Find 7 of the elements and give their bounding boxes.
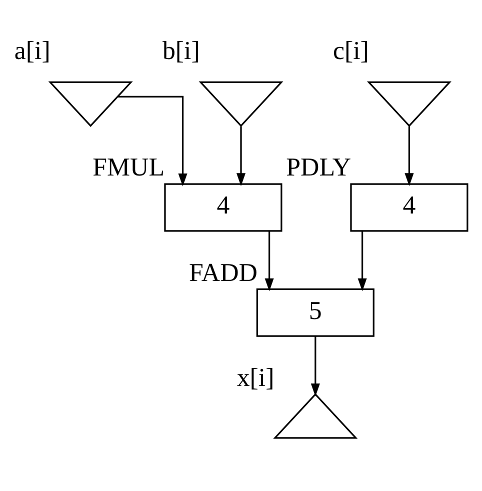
node-label: FADD xyxy=(188,258,258,287)
node-label: FMUL xyxy=(92,152,165,182)
node-label: a[i] xyxy=(14,36,50,66)
node-label: b[i] xyxy=(162,36,200,66)
node-label: x[i] xyxy=(236,362,274,392)
node-label: c[i] xyxy=(333,36,369,66)
node-label: PDLY xyxy=(286,152,352,182)
